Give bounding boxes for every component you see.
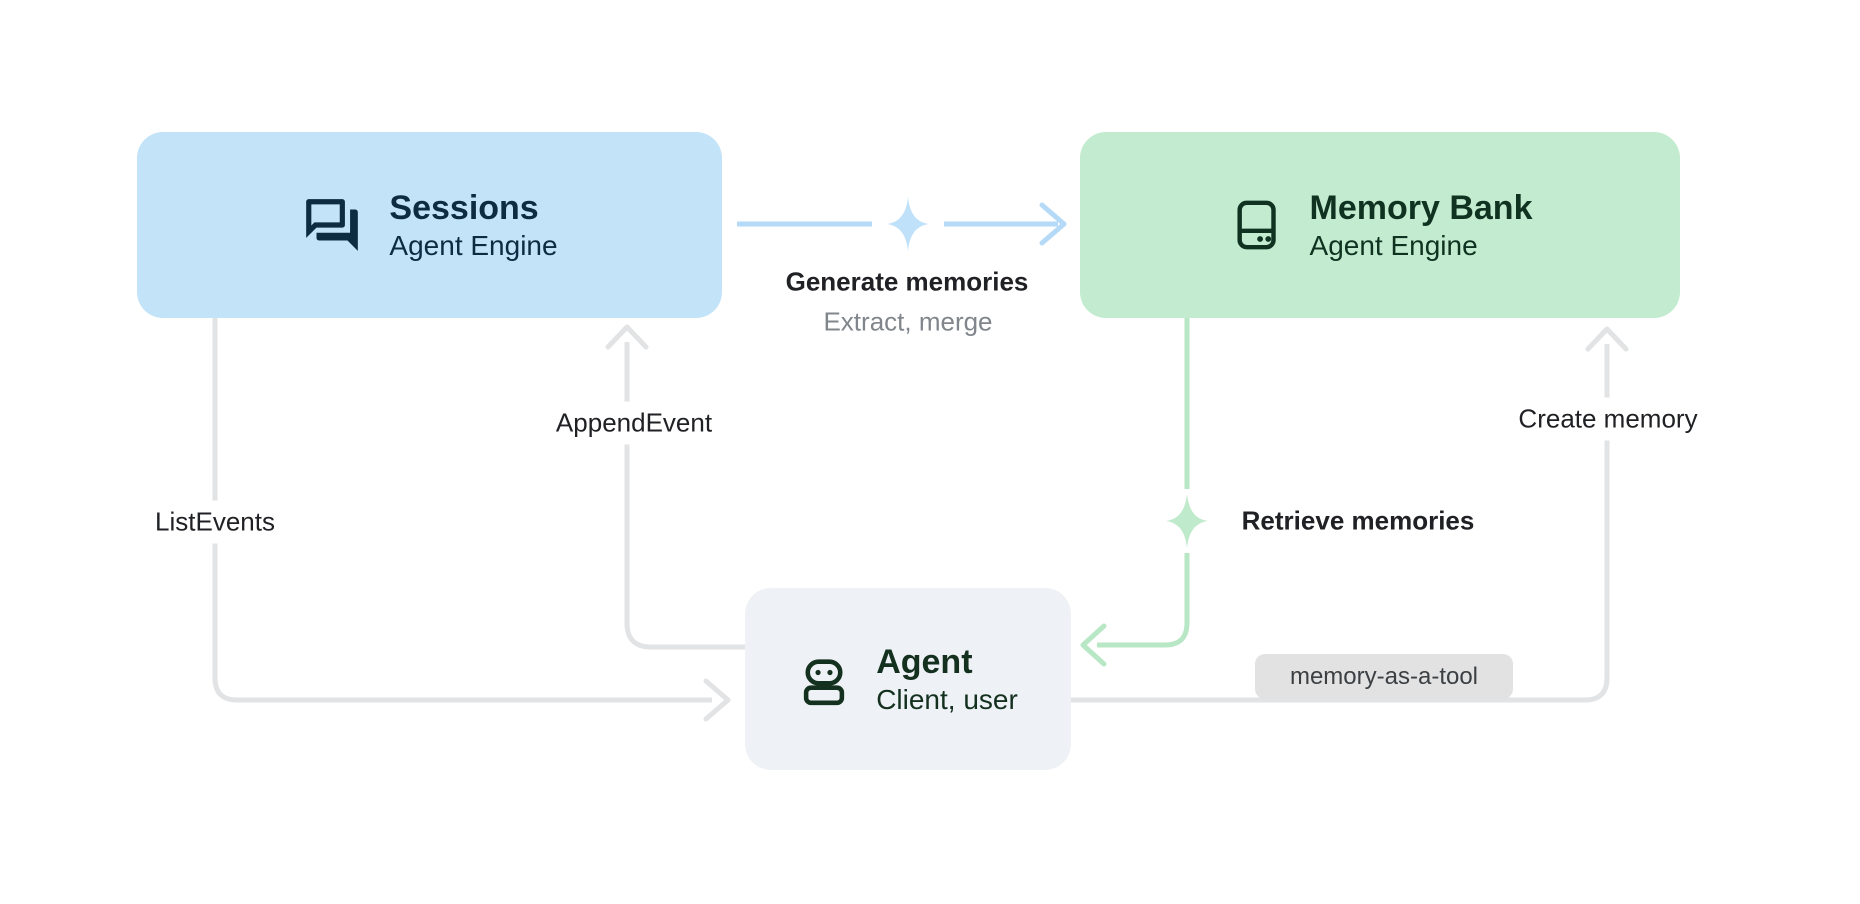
robot-icon [804,659,845,706]
node-subtitle: Agent Engine [389,229,558,261]
edge-label-retrieve-memories: Retrieve memories [1241,505,1475,536]
edge-label-list-events: ListEvents [143,500,287,544]
node-title: Sessions [389,189,539,228]
edge-generate-arrowhead [1039,202,1067,246]
edge-append-arrowhead [605,324,649,350]
memory-as-a-tool-badge: memory-as-a-tool [1255,654,1513,699]
node-subtitle: Client, user [876,683,1018,715]
edge-retrieve-line-bottom [1097,553,1190,648]
edge-label-append-event: AppendEvent [543,401,725,445]
edge-create-arrowhead [1585,326,1629,352]
edge-append-line [624,342,745,650]
edge-label-create-memory: Create memory [1506,397,1710,441]
node-agent: Agent Client, user [745,588,1071,770]
edge-retrieve-arrowhead [1080,623,1107,667]
node-sessions: Sessions Agent Engine [137,132,722,318]
edge-create-line [1071,344,1610,703]
chat-forum-icon [306,199,359,251]
edge-list-line [212,318,712,703]
node-title: Agent [876,643,973,682]
sparkle-icon [1166,494,1208,548]
node-title: Memory Bank [1309,189,1533,228]
edge-sublabel-extract-merge: Extract, merge [823,306,993,337]
storage-icon [1236,200,1276,250]
edge-list-arrowhead [703,678,731,722]
badge-label: memory-as-a-tool [1289,662,1479,690]
node-memory-bank: Memory Bank Agent Engine [1080,132,1680,318]
edge-label-generate-memories: Generate memories [785,266,1029,297]
node-subtitle: Agent Engine [1309,229,1478,261]
sparkle-icon [887,197,929,251]
